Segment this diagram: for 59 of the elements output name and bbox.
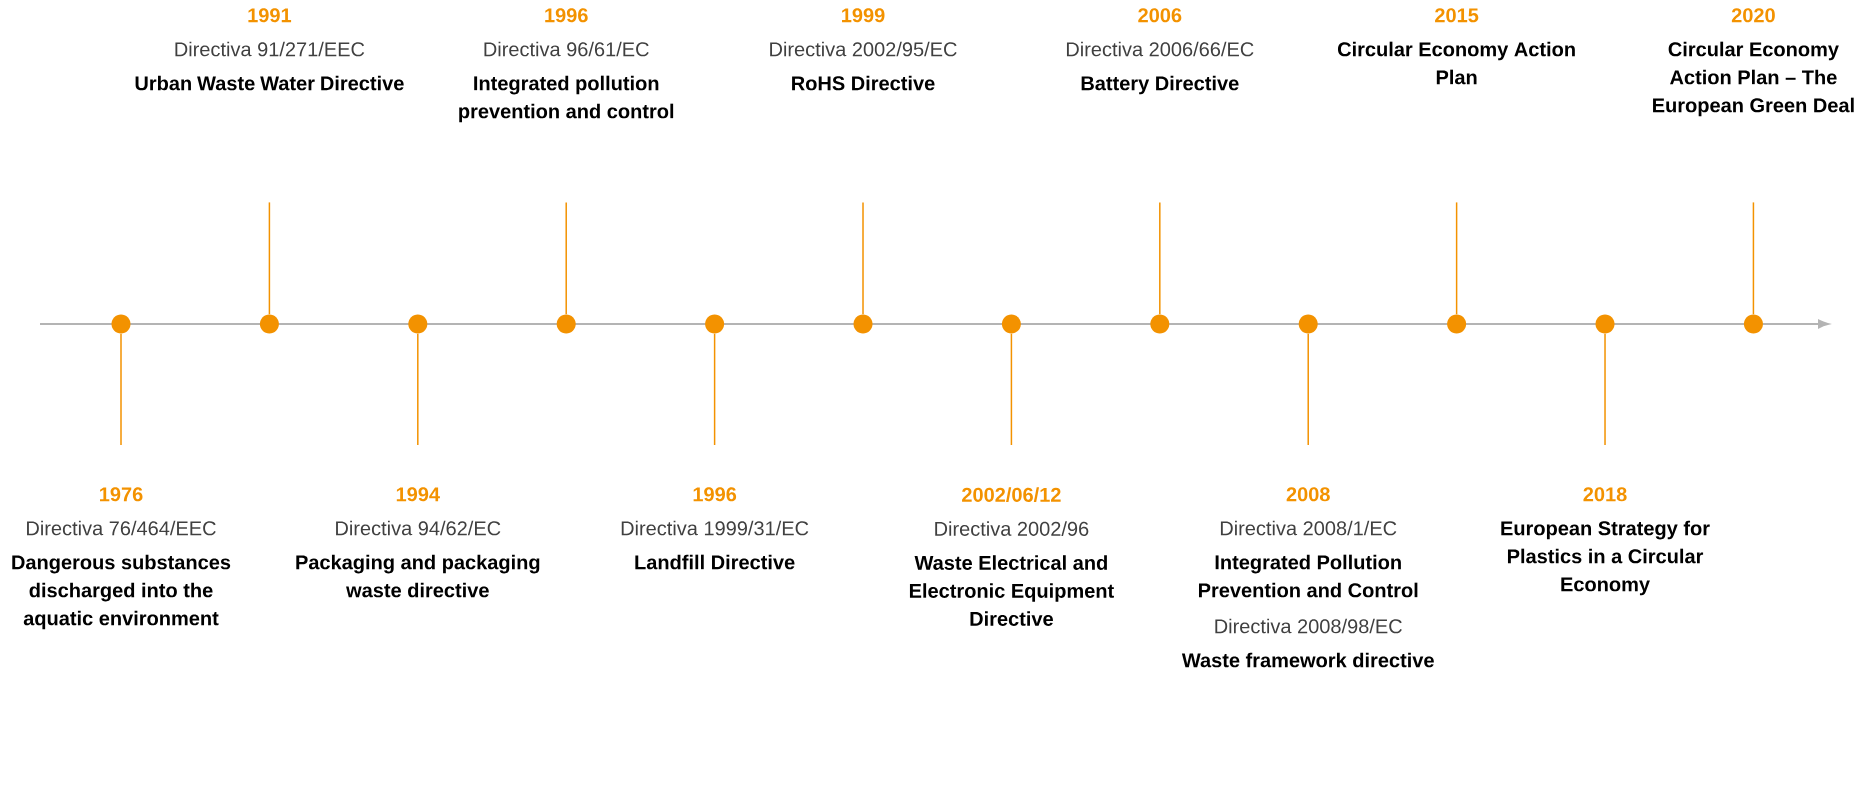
event-dot: [1298, 314, 1318, 334]
stem-line: [565, 201, 567, 316]
directive-number: Directiva 2006/66/EC: [1066, 41, 1254, 57]
stem-line: [713, 332, 716, 446]
event-dot: [1743, 314, 1763, 334]
directive-title: Waste Electrical and Electronic Equipment Directive: [909, 555, 1114, 626]
year-label: 1999: [842, 8, 885, 23]
directive-number: Directiva 2008/1/EC: [1220, 520, 1397, 536]
year-label: 1994: [396, 487, 440, 502]
stem-line: [862, 201, 864, 316]
stem-line: [1010, 332, 1013, 446]
directive-title: Urban Waste Water Directive: [135, 75, 404, 91]
year-label: 2002/06/12: [962, 487, 1061, 503]
stem-line: [1307, 332, 1309, 446]
year-label: 2015: [1435, 8, 1479, 23]
event-dot: [408, 314, 428, 334]
year-label: 2018: [1583, 487, 1627, 502]
directive-number: Directiva 1999/31/EC: [621, 520, 809, 536]
stem-line: [1752, 201, 1755, 316]
directive-title: Landfill Directive: [635, 554, 795, 570]
directive-number: Directiva 2002/96: [935, 521, 1089, 536]
event-dot: [1447, 314, 1467, 334]
stem-line: [268, 201, 271, 316]
directive-title: Integrated Pollution Prevention and Control: [1199, 554, 1418, 598]
year-label: 2020: [1731, 8, 1775, 23]
year-label: 1996: [545, 8, 588, 23]
year-label: 1976: [100, 487, 143, 502]
directive-title: Packaging and packaging waste directive: [296, 554, 540, 598]
directive-number: Directiva 76/464/EEC: [27, 520, 216, 536]
year-label: 1996: [693, 487, 737, 502]
directive-title: European Strategy for Plastics in a Circular Economy: [1501, 520, 1710, 596]
event-dot: [556, 314, 576, 334]
directive-number: Directiva 94/62/EC: [336, 520, 501, 536]
stem-line: [120, 332, 122, 446]
stem-line: [417, 332, 419, 446]
directive-number: Directiva 2008/98/EC: [1215, 618, 1402, 634]
event-dot: [853, 314, 873, 334]
directive-number: Directiva 96/61/EC: [484, 41, 649, 57]
event-dot: [705, 314, 725, 334]
year-label: 2006: [1138, 8, 1182, 23]
event-dot: [259, 314, 279, 334]
directive-title: Dangerous substances discharged into the aquatic environment: [12, 554, 231, 630]
event-dot: [111, 314, 131, 334]
stem-line: [1159, 201, 1161, 316]
directive-title: Circular Economy Action Plan: [1337, 41, 1575, 85]
directive-title: Circular Economy Action Plan – The European Green Deal: [1653, 41, 1854, 117]
year-label: 1991: [248, 8, 292, 23]
stem-line: [1604, 332, 1606, 446]
event-dot: [1150, 314, 1170, 334]
event-dot: [1001, 314, 1021, 334]
directive-number: Directiva 91/271/EEC: [175, 41, 365, 57]
stem-line: [1455, 201, 1458, 316]
directive-number: Directiva 2002/95/EC: [770, 41, 957, 57]
directive-title: Integrated pollution prevention and control: [459, 75, 674, 123]
year-label: 2008: [1286, 487, 1330, 502]
directive-title: Waste framework directive: [1181, 652, 1434, 668]
directive-title: RoHS Directive: [792, 75, 935, 91]
directive-title: Battery Directive: [1081, 75, 1239, 95]
event-dot: [1595, 314, 1615, 334]
